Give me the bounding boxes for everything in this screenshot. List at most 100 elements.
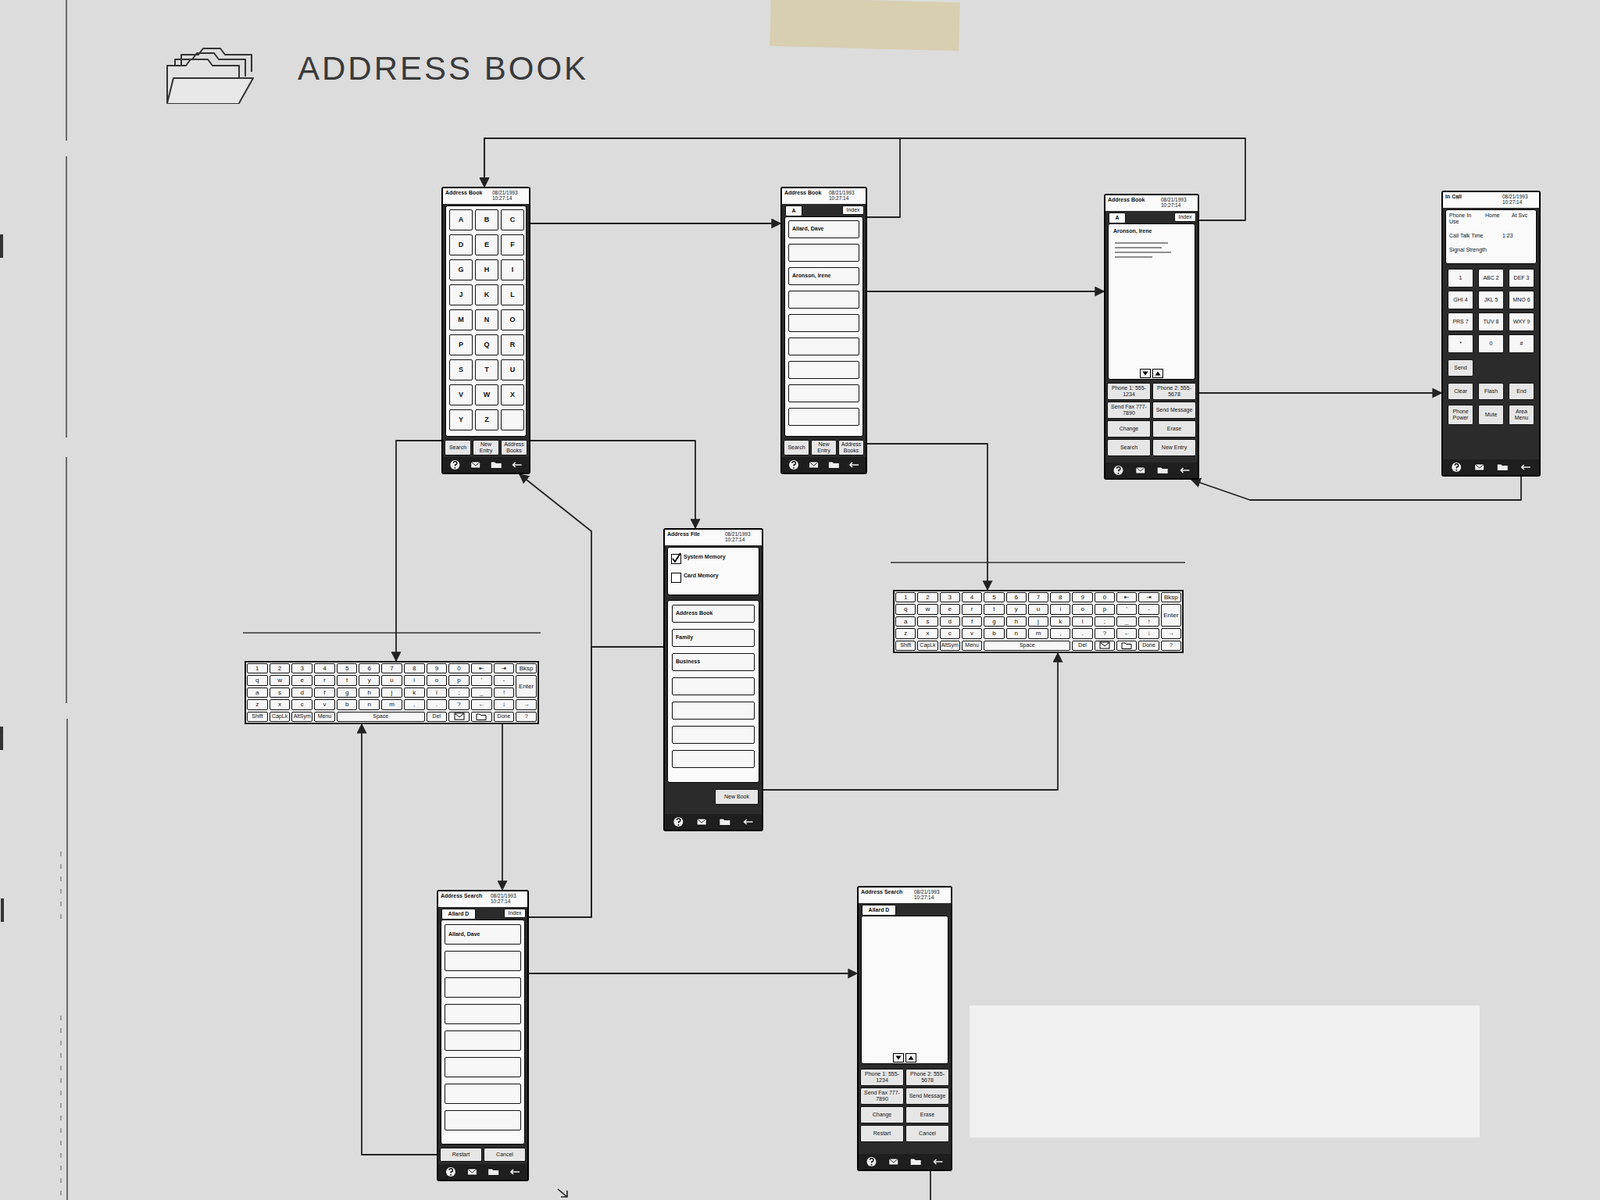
keyboard-key: p bbox=[1094, 603, 1115, 615]
soft-button-label: Phone 2: 555-5678 bbox=[907, 1071, 948, 1084]
letter-key: Z bbox=[475, 409, 499, 431]
dial-key-label: * bbox=[1459, 340, 1462, 347]
checkbox bbox=[671, 571, 682, 583]
keyboard-key: d bbox=[291, 687, 313, 698]
soft-button: Search bbox=[783, 439, 810, 456]
screen-title-label: Address Book bbox=[445, 189, 483, 197]
soft-button: Cancel bbox=[483, 1147, 526, 1162]
keyboard-key-label: Bksp bbox=[1164, 593, 1179, 601]
folder-icon bbox=[1496, 464, 1508, 472]
flow-arrow bbox=[361, 724, 437, 1155]
keyboard-key: 6 bbox=[358, 663, 380, 674]
keyboard-key-label: Bksp bbox=[519, 664, 534, 672]
memory-option: System Memory bbox=[683, 553, 750, 564]
call-button: Mute bbox=[1478, 404, 1504, 425]
phone-screen: Address Book08/21/1993 10:27:14AIndexAll… bbox=[780, 186, 868, 475]
keyboard-key: c bbox=[939, 628, 961, 639]
keyboard-key-label: 3 bbox=[300, 664, 304, 672]
letter-key-label: J bbox=[458, 290, 463, 299]
soft-button: Phone 1: 555-1234 bbox=[860, 1068, 904, 1086]
keyboard-key-label: g bbox=[992, 617, 996, 625]
book-row: Family bbox=[671, 628, 755, 647]
keyboard-key: t bbox=[983, 603, 1004, 615]
date-time: 08/21/1993 10:27:14 bbox=[492, 189, 528, 204]
keyboard-key: Bksp bbox=[515, 663, 537, 674]
icon-key bbox=[448, 711, 470, 722]
keyboard-key: 8 bbox=[1050, 592, 1071, 603]
keyboard-key-label: f bbox=[971, 617, 973, 625]
letter-key-label: H bbox=[484, 265, 490, 274]
keyboard-key: w bbox=[269, 675, 291, 686]
letter-key-label: M bbox=[457, 315, 465, 324]
keyboard-key: ⇥ bbox=[1138, 592, 1159, 603]
keyboard-key: Menu bbox=[961, 640, 983, 651]
keyboard-key: ↑ bbox=[1138, 616, 1159, 627]
screen-title-label: In Call bbox=[1445, 193, 1462, 200]
keyboard-key-label: Space bbox=[372, 713, 389, 720]
keyboard-key-label: Menu bbox=[317, 713, 333, 720]
keyboard-key-label: ; bbox=[457, 689, 460, 697]
letter-key: U bbox=[500, 359, 525, 381]
keyboard-key: 1 bbox=[246, 663, 268, 674]
letter-key-label: W bbox=[483, 390, 491, 399]
keyboard-key: y bbox=[358, 675, 380, 686]
keyboard-key: o bbox=[426, 675, 448, 686]
keyboard-key: z bbox=[895, 628, 916, 639]
letter-key: G bbox=[449, 259, 473, 281]
phone-screen: In Call08/21/1993 10:27:14Phone In UseHo… bbox=[1441, 190, 1541, 477]
keyboard-key-label: 5 bbox=[992, 593, 996, 601]
dial-key: JKL 5 bbox=[1478, 290, 1504, 310]
keyboard-key: z bbox=[246, 699, 268, 710]
phone-screen: Address Search08/21/1993 10:27:14Allard … bbox=[436, 889, 529, 1182]
call-button: End bbox=[1508, 382, 1535, 400]
checkbox bbox=[671, 553, 682, 564]
help-icon bbox=[867, 1157, 877, 1167]
date-time-label: 08/21/1993 10:27:14 bbox=[914, 889, 950, 901]
keyboard-key: a bbox=[895, 616, 916, 627]
keyboard-key: j bbox=[381, 687, 403, 698]
entry-name-label: Aronson, Irene bbox=[1113, 228, 1152, 235]
index-button-label: Index bbox=[507, 910, 522, 917]
flow-arrow bbox=[1191, 476, 1522, 500]
keyboard-key: 0 bbox=[1094, 592, 1115, 603]
keyboard-key: l bbox=[1071, 616, 1093, 627]
keyboard-key: ← bbox=[471, 699, 493, 710]
help-icon bbox=[450, 460, 460, 470]
keyboard-key-label: m bbox=[389, 700, 395, 708]
letter-key: L bbox=[500, 284, 525, 306]
keyboard-key: p bbox=[448, 675, 470, 686]
soft-button: New Entry bbox=[810, 439, 837, 456]
soft-button-label: New Book bbox=[724, 793, 750, 800]
back-icon bbox=[744, 819, 754, 825]
keyboard-key-label: 4 bbox=[322, 664, 326, 672]
checkbox-icon bbox=[671, 553, 682, 565]
keyboard-key: y bbox=[1006, 603, 1027, 615]
index-tab: A bbox=[785, 205, 803, 217]
mail-icon bbox=[809, 461, 819, 468]
keyboard-key-label: AltSym bbox=[941, 642, 959, 649]
letter-key: C bbox=[500, 209, 525, 231]
mail-key-icon bbox=[1099, 641, 1111, 650]
keyboard-key-label: i bbox=[1059, 605, 1061, 613]
soft-button: Restart bbox=[439, 1147, 483, 1162]
book-row bbox=[671, 677, 755, 696]
keyboard-key-label: h bbox=[1014, 617, 1018, 625]
screen-title: Address Book bbox=[1107, 196, 1160, 210]
letter-key: J bbox=[449, 284, 473, 306]
phone-screen: Address Search08/21/1993 10:27:14Allard … bbox=[857, 885, 953, 1172]
flow-arrow bbox=[530, 440, 696, 529]
soft-button-label: New Entry bbox=[1161, 444, 1187, 451]
letter-key-label: X bbox=[510, 390, 515, 399]
footer-icons bbox=[438, 1164, 528, 1180]
keyboard-key-label: k bbox=[1058, 617, 1062, 625]
keyboard-key-label: e bbox=[300, 676, 304, 684]
keyboard-key-label: u bbox=[389, 676, 393, 684]
soft-button-label: Erase bbox=[1167, 425, 1182, 433]
folder-icon bbox=[719, 818, 731, 826]
dial-key-label: GHI 4 bbox=[1453, 296, 1468, 304]
keyboard-key-label: ↓ bbox=[1147, 629, 1151, 637]
keyboard-key-label: Menu bbox=[964, 642, 979, 649]
keyboard-key: m bbox=[1028, 628, 1049, 639]
keyboard-key-label: Done bbox=[497, 713, 511, 720]
